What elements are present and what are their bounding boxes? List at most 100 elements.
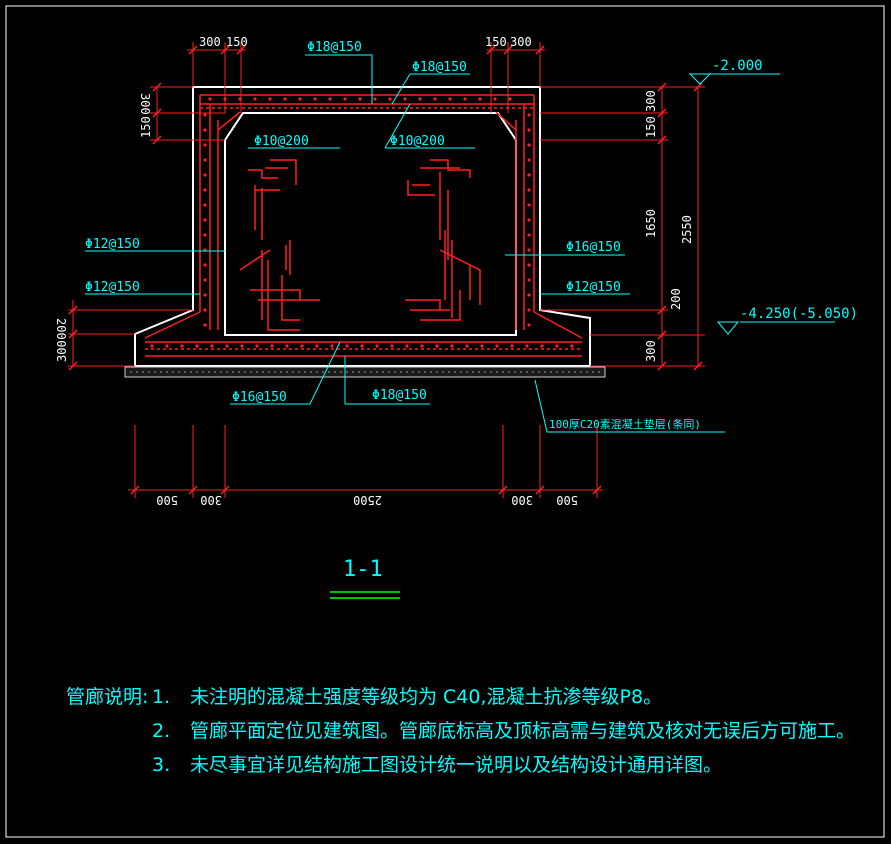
note-number: 2. bbox=[152, 720, 171, 742]
dim-top-left-300: 300 bbox=[199, 35, 221, 49]
rebar-dot bbox=[465, 344, 469, 348]
rebar-dot bbox=[203, 233, 207, 237]
label-wall-right-outer: Φ16@150 bbox=[566, 240, 621, 255]
note-number: 1. bbox=[152, 686, 171, 708]
rebar-dot bbox=[210, 344, 214, 348]
rebar-dot bbox=[405, 344, 409, 348]
rebar-dot bbox=[450, 344, 454, 348]
rebar-dot bbox=[493, 97, 497, 101]
rebar-dot bbox=[343, 97, 347, 101]
rebar-dot bbox=[270, 344, 274, 348]
dim-bottom-500a: 500 bbox=[156, 493, 178, 507]
dim-right-200: 200 bbox=[669, 288, 683, 310]
rebar-dot bbox=[285, 344, 289, 348]
dim-right-1650: 1650 bbox=[644, 209, 658, 238]
concrete-outline bbox=[134, 86, 591, 367]
rebar-dot bbox=[203, 173, 207, 177]
rebar-dot bbox=[527, 158, 531, 162]
dim-bottom-300a: 300 bbox=[200, 493, 222, 507]
rebar-dot bbox=[203, 143, 207, 147]
note-row-2: 2. 管廊平面定位见建筑图。管廊底标高及顶标高需与建筑及核对无误后方可施工。 bbox=[66, 714, 855, 748]
dim-top-right-300: 300 bbox=[510, 35, 532, 49]
rebar-dot bbox=[203, 218, 207, 222]
rebar-dot bbox=[203, 113, 207, 117]
note-row-1: 管廊说明: 1. 未注明的混凝土强度等级均为 C40,混凝土抗渗等级P8。 bbox=[66, 680, 855, 714]
rebar-dot bbox=[527, 293, 531, 297]
dim-left-150: 150 bbox=[139, 116, 153, 138]
label-bottom-right: Φ18@150 bbox=[372, 388, 427, 403]
label-top-inner: Φ18@150 bbox=[412, 60, 467, 75]
rebar-dot bbox=[360, 344, 364, 348]
rebar-dot bbox=[390, 344, 394, 348]
rebar-dot bbox=[403, 97, 407, 101]
rebar-dot bbox=[420, 344, 424, 348]
notes-label: 管廊说明: bbox=[66, 686, 149, 708]
rebar-dot bbox=[527, 113, 531, 117]
rebar-dot bbox=[527, 143, 531, 147]
label-wall-right-inner: Φ12@150 bbox=[566, 280, 621, 295]
rebar-dot bbox=[345, 344, 349, 348]
rebar-dot bbox=[165, 344, 169, 348]
rebar-dot bbox=[300, 344, 304, 348]
rebar-dot bbox=[253, 97, 257, 101]
rebar-dot bbox=[527, 263, 531, 267]
dim-left-200: 200 bbox=[54, 318, 68, 340]
rebar-dot bbox=[375, 344, 379, 348]
rebar-dot bbox=[510, 344, 514, 348]
rebar-dot bbox=[495, 344, 499, 348]
dim-left-300b: 300 bbox=[55, 340, 69, 362]
rebar-dot bbox=[525, 344, 529, 348]
rebar-dot bbox=[203, 128, 207, 132]
rebar-dot bbox=[150, 344, 154, 348]
rebar-dot bbox=[203, 308, 207, 312]
rebar-dot bbox=[527, 203, 531, 207]
rebar-dot bbox=[195, 344, 199, 348]
label-wall-left-inner: Φ12@150 bbox=[85, 280, 140, 295]
rebar-dot bbox=[240, 344, 244, 348]
rebar-dot bbox=[268, 97, 272, 101]
dim-bottom-500b: 500 bbox=[556, 493, 578, 507]
rebar-dot bbox=[527, 248, 531, 252]
label-cushion: 100厚C20素混凝土垫层(条同) bbox=[549, 417, 701, 431]
leader-lines bbox=[85, 54, 835, 433]
note-text: 未注明的混凝土强度等级均为 C40,混凝土抗渗等级P8。 bbox=[190, 686, 663, 708]
rebar-dot bbox=[330, 344, 334, 348]
rebar-dot bbox=[540, 344, 544, 348]
rebar-dot bbox=[555, 344, 559, 348]
rebar-dot bbox=[527, 233, 531, 237]
rebar-dot bbox=[328, 97, 332, 101]
note-number: 3. bbox=[152, 754, 171, 776]
rebar-dot bbox=[203, 263, 207, 267]
drawing-border bbox=[5, 5, 885, 838]
rebar-dot bbox=[527, 323, 531, 327]
rebar-dot bbox=[313, 97, 317, 101]
rebar-dot bbox=[315, 344, 319, 348]
rebar-dots bbox=[150, 97, 574, 348]
dim-top-right-150: 150 bbox=[485, 35, 507, 49]
rebar-dot bbox=[203, 323, 207, 327]
rebar-dot bbox=[508, 97, 512, 101]
rebar-dot bbox=[435, 344, 439, 348]
dim-right-300: 300 bbox=[644, 90, 658, 112]
dim-bottom-300b: 300 bbox=[511, 493, 533, 507]
rebar-dot bbox=[180, 344, 184, 348]
rebar bbox=[144, 94, 583, 357]
rebar-dot bbox=[208, 97, 212, 101]
rebar-dot bbox=[418, 97, 422, 101]
label-bottom-left: Φ16@150 bbox=[232, 390, 287, 405]
dim-top-left-150: 150 bbox=[226, 35, 248, 49]
note-text: 管廊平面定位见建筑图。管廊底标高及顶标高需与建筑及核对无误后方可施工。 bbox=[190, 720, 856, 742]
dim-bottom-2500: 2500 bbox=[353, 493, 382, 507]
rebar-dot bbox=[527, 308, 531, 312]
dim-left-300: 300 bbox=[138, 93, 152, 115]
rebar-dot bbox=[255, 344, 259, 348]
label-top-outer: Φ18@150 bbox=[307, 40, 362, 55]
rebar-dot bbox=[480, 344, 484, 348]
rebar-dot bbox=[570, 344, 574, 348]
dimension-lines bbox=[68, 42, 705, 498]
rebar-dot bbox=[298, 97, 302, 101]
rebar-dot bbox=[388, 97, 392, 101]
label-haunch-right: Φ10@200 bbox=[390, 134, 445, 149]
rebar-dot bbox=[358, 97, 362, 101]
